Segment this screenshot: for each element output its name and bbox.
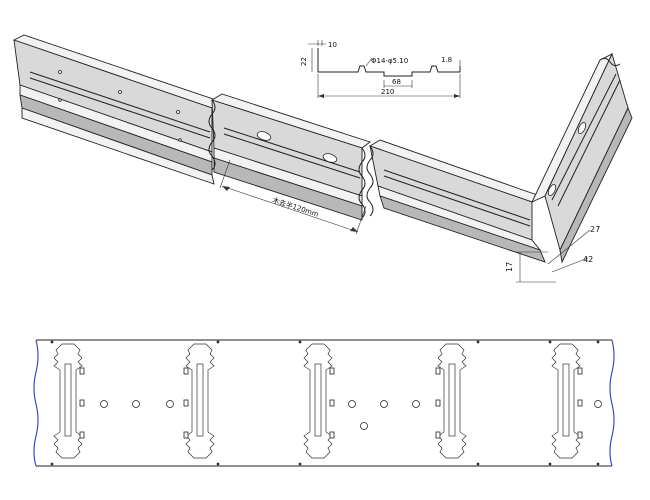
break-edge-left bbox=[33, 339, 39, 467]
dim-total-width: 210 bbox=[381, 88, 394, 96]
tray-segment-middle bbox=[208, 93, 371, 221]
dim-hole: Φ14-φ5.10 bbox=[371, 57, 408, 65]
flat-pattern-strip bbox=[33, 339, 615, 467]
joint-cutout-5 bbox=[551, 343, 583, 459]
tray-corner-arm bbox=[531, 52, 633, 264]
break-edge-right bbox=[609, 339, 615, 467]
corner-dim-3: 27 bbox=[590, 225, 600, 234]
corner-dim-2: 42 bbox=[583, 255, 593, 264]
tray-segment-right bbox=[366, 139, 546, 263]
dim-thickness: 1.8 bbox=[441, 56, 452, 64]
corner-dimensions: 17 42 27 bbox=[505, 225, 600, 283]
edge-dots bbox=[50, 340, 600, 466]
joint-cutout-2 bbox=[183, 343, 215, 459]
round-holes bbox=[100, 400, 602, 430]
dim-lip-height: 22 bbox=[300, 57, 308, 66]
joint-cutout-4 bbox=[435, 343, 467, 459]
cross-section-profile: 10 22 Φ14-φ5.10 1.8 68 210 bbox=[300, 40, 461, 98]
cable-tray-isometric: 17 42 27 木去半120mm bbox=[12, 34, 633, 283]
joint-cutout-3 bbox=[303, 343, 335, 459]
tray-segment-left bbox=[12, 34, 224, 185]
dim-center-width: 68 bbox=[392, 78, 401, 86]
dim-lip-top: 10 bbox=[328, 41, 337, 49]
joint-cutout-1 bbox=[53, 343, 85, 459]
corner-dim-1: 17 bbox=[505, 262, 514, 272]
